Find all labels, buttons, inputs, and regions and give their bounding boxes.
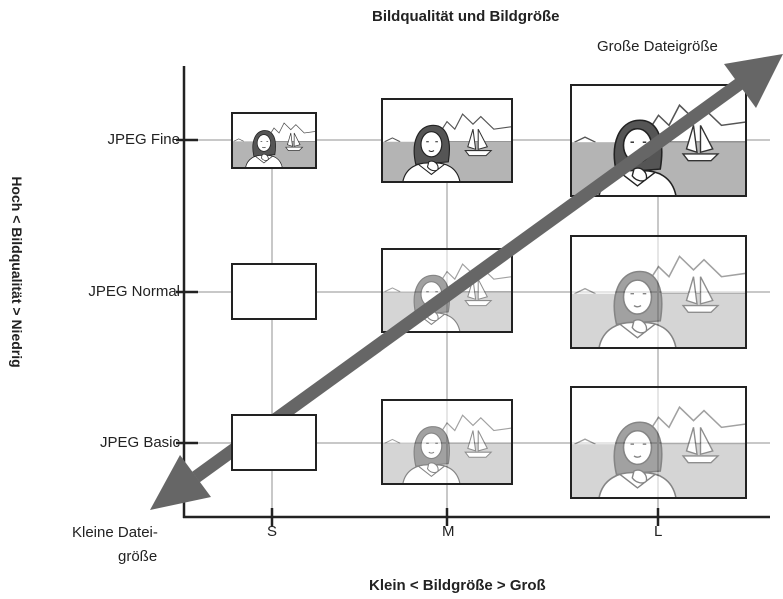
x-tick-m: M <box>442 523 455 540</box>
x-tick-s: S <box>267 523 278 540</box>
thumb-basic-l <box>570 386 747 499</box>
x-axis-title: Klein < Bildgröße > Groß <box>369 577 546 594</box>
thumb-basic-m <box>381 399 513 485</box>
axes <box>176 66 770 526</box>
small-file-size-label-line1: Kleine Datei- <box>72 524 158 541</box>
file-size-arrow <box>150 54 783 510</box>
thumb-fine-m <box>381 98 513 183</box>
thumb-fine-l <box>570 84 747 197</box>
y-tick-jpeg-normal: JPEG Normal <box>88 283 180 300</box>
diagram-title: Bildqualität und Bildgröße <box>372 8 560 25</box>
y-tick-jpeg-fine: JPEG Fine <box>107 131 180 148</box>
small-file-size-label-line2: größe <box>118 548 158 565</box>
x-tick-l: L <box>654 523 663 540</box>
thumb-normal-l <box>570 235 747 349</box>
large-file-size-label: Große Dateigröße <box>597 38 718 55</box>
thumb-fine-s <box>231 112 317 169</box>
thumb-basic-s <box>231 414 317 471</box>
y-tick-jpeg-basic: JPEG Basic <box>99 434 180 451</box>
thumb-normal-m <box>381 248 513 333</box>
thumb-normal-s <box>231 263 317 320</box>
